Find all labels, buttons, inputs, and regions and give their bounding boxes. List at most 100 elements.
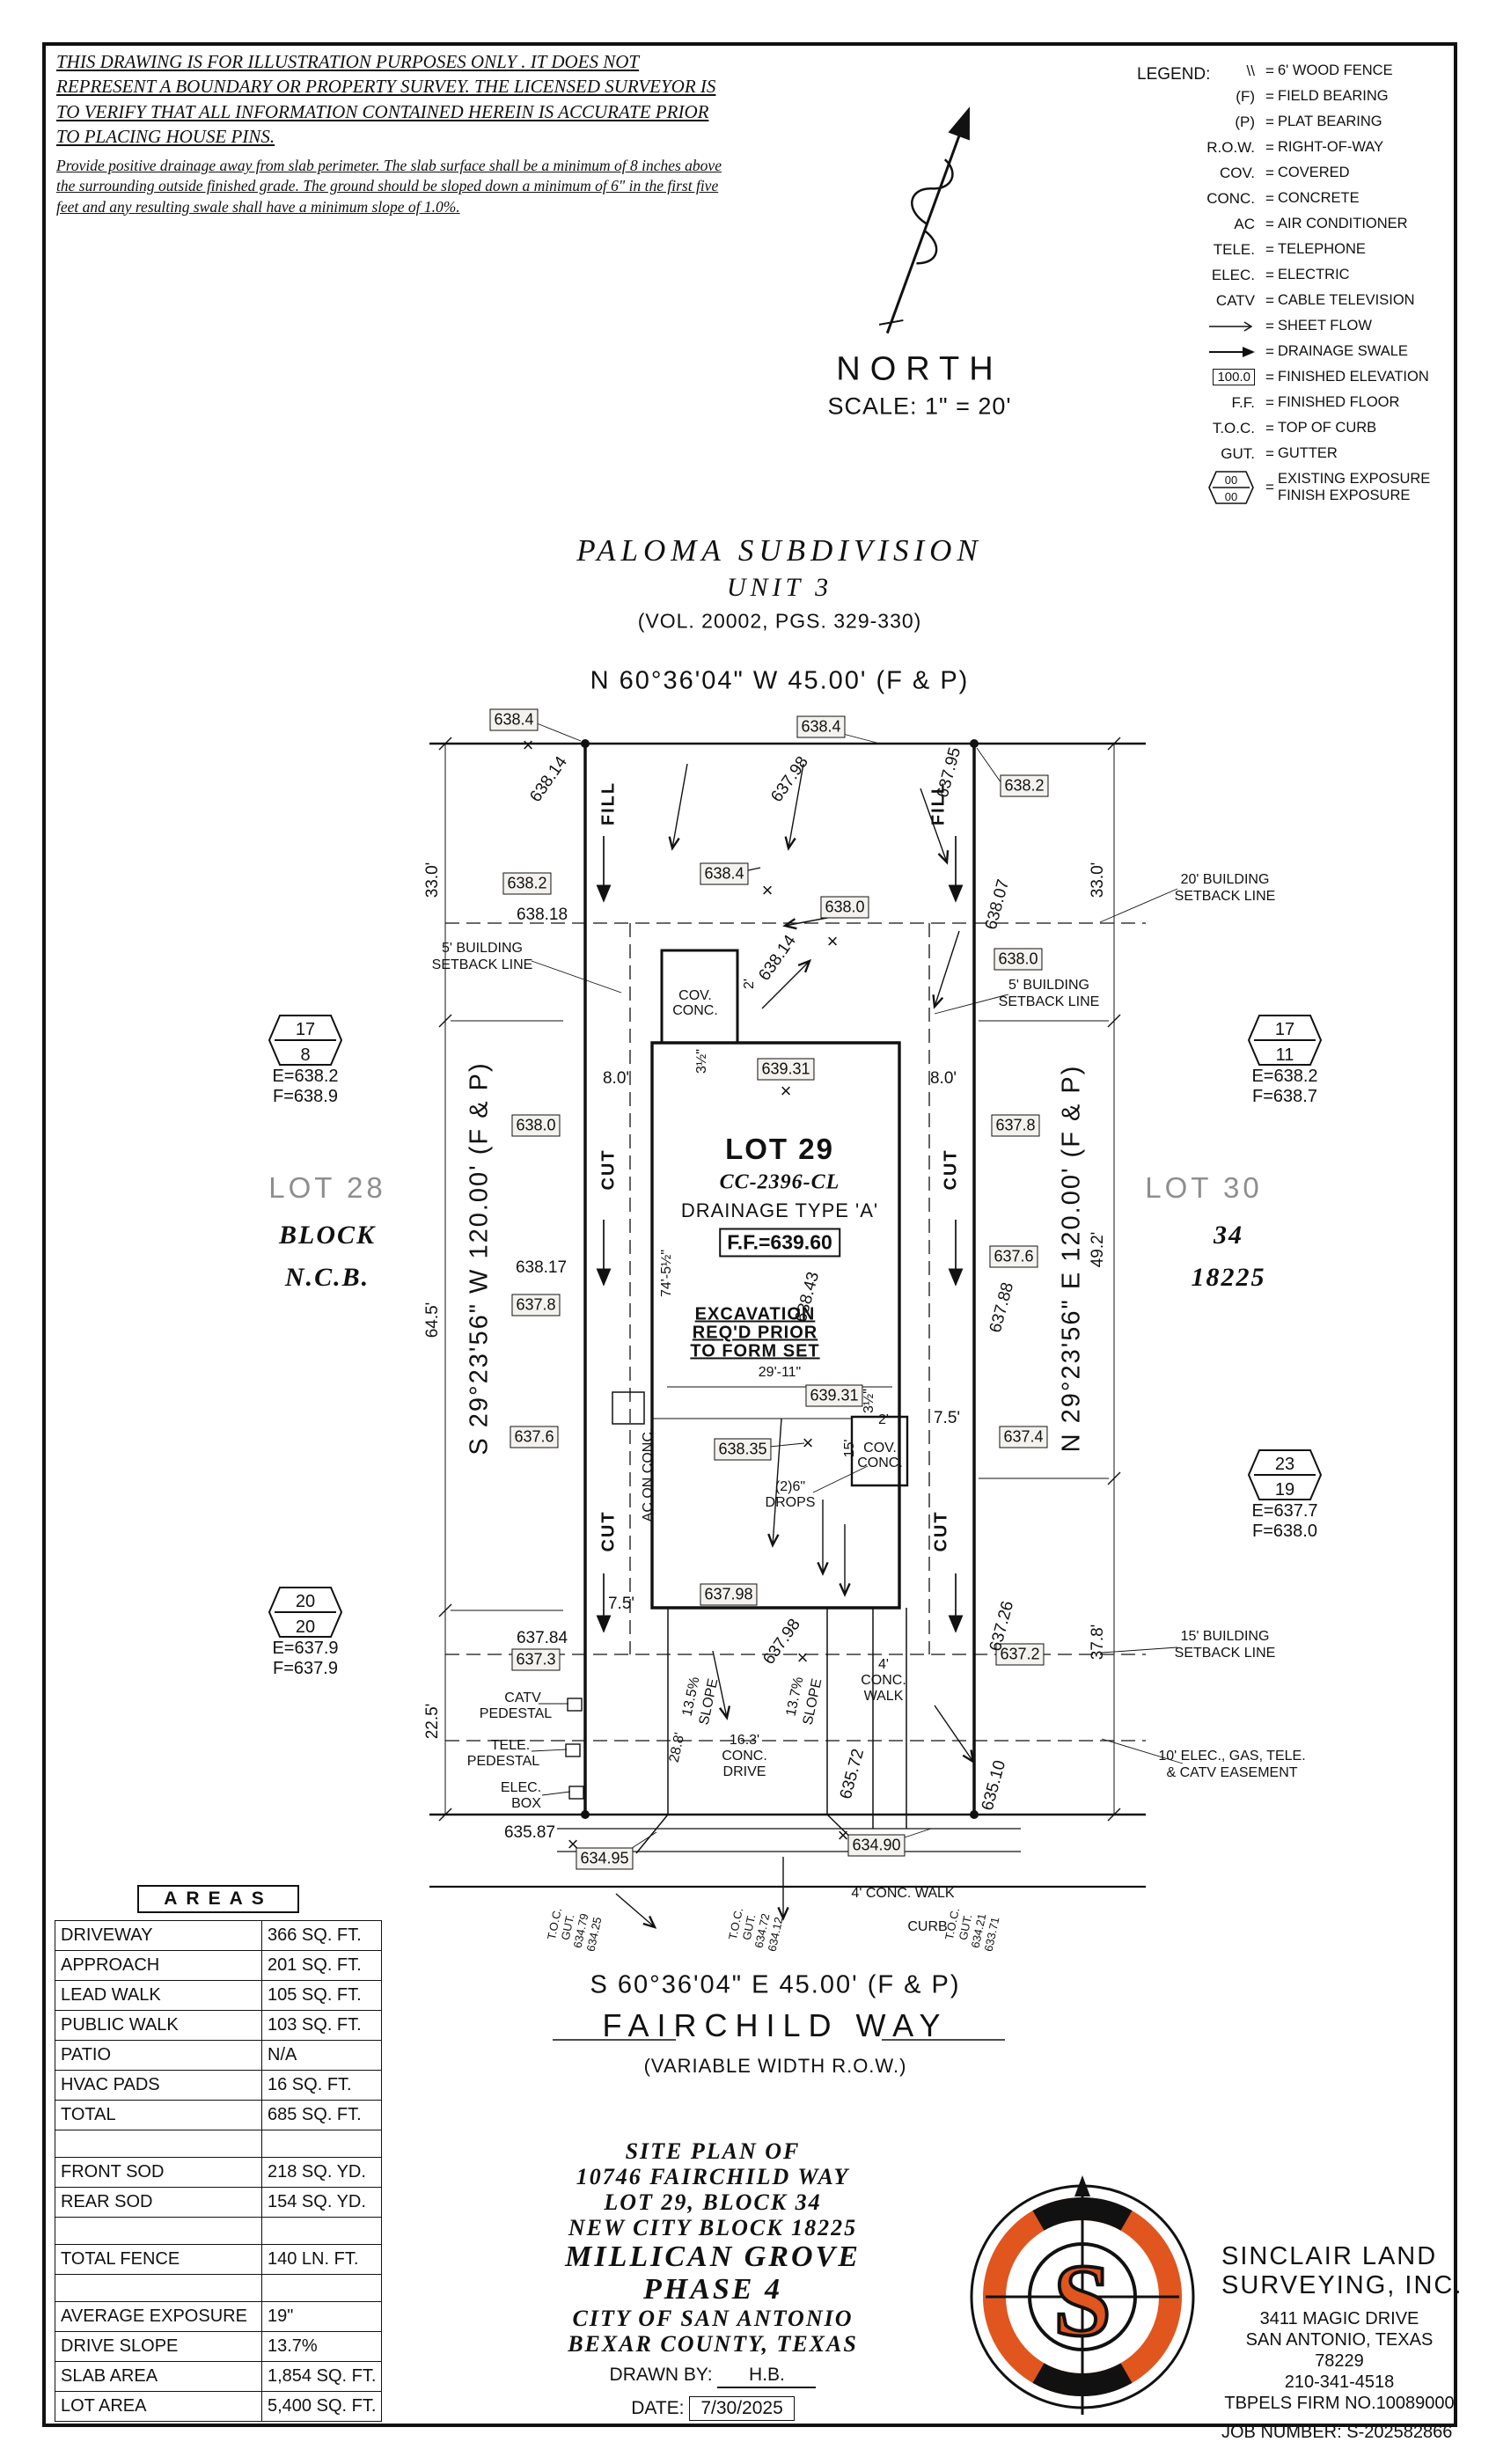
legend-symbol-text: CONC. <box>1206 189 1255 207</box>
legend-equals: = <box>1265 393 1274 411</box>
title-block-line: 10746 FAIRCHILD WAY <box>576 2164 850 2189</box>
legend-symbol-text: TELE. <box>1213 240 1255 258</box>
legend-symbol-text: (F) <box>1236 87 1255 105</box>
company-name-line1: SINCLAIR LAND <box>1221 2242 1438 2270</box>
legend-symbol-text: GUT. <box>1221 444 1255 462</box>
legend-symbol: 100.0 <box>1170 369 1262 385</box>
drawn-by-value: H.B. <box>717 2365 817 2388</box>
areas-value <box>261 2217 382 2245</box>
legend-symbol <box>1170 346 1262 358</box>
sheet-flow-arrow-icon <box>1209 320 1253 332</box>
legend-item: F.F.=FINISHED FLOOR <box>1170 390 1430 415</box>
areas-label: DRIVEWAY <box>55 1920 262 1951</box>
title-block-line: SITE PLAN OF <box>625 2138 801 2164</box>
legend-equals: = <box>1265 419 1274 436</box>
areas-value: 19" <box>261 2301 382 2332</box>
areas-value: 13.7% <box>261 2331 382 2362</box>
areas-label: TOTAL FENCE <box>55 2244 262 2275</box>
legend-description: AIR CONDITIONER <box>1278 216 1408 231</box>
drawn-by-label: DRAWN BY: <box>609 2365 713 2385</box>
finished-elevation-box-icon: 100.0 <box>1213 369 1255 385</box>
legend-symbol: AC <box>1170 216 1262 233</box>
areas-label: LOT AREA <box>55 2391 262 2422</box>
areas-label: FRONT SOD <box>55 2157 262 2188</box>
areas-value <box>261 2274 382 2302</box>
legend-symbol: F.F. <box>1170 394 1262 412</box>
areas-value: 154 SQ. YD. <box>261 2187 382 2218</box>
legend-symbol-text: AC <box>1234 215 1255 232</box>
legend-item: R.O.W.=RIGHT-OF-WAY <box>1170 135 1430 160</box>
title-block-line: LOT 29, BLOCK 34 <box>604 2189 822 2215</box>
legend-symbol-text: CATV <box>1215 291 1255 309</box>
legend-symbol: GUT. <box>1170 445 1262 463</box>
date-value: 7/30/2025 <box>689 2396 795 2421</box>
date-row: DATE: 7/30/2025 <box>546 2396 880 2421</box>
legend-equals: = <box>1265 444 1274 462</box>
legend-description: PLAT BEARING <box>1278 114 1382 129</box>
disclaimer-text: THIS DRAWING IS FOR ILLUSTRATION PURPOSE… <box>56 51 716 148</box>
legend-title: LEGEND: <box>1137 65 1211 84</box>
legend-description: SHEET FLOW <box>1278 318 1372 334</box>
areas-value: 105 SQ. FT. <box>261 1980 382 2011</box>
legend-item: =DRAINAGE SWALE <box>1170 339 1430 364</box>
legend-equals: = <box>1265 138 1274 156</box>
legend-symbol: T.O.C. <box>1170 420 1262 437</box>
areas-value: 201 SQ. FT. <box>261 1950 382 1981</box>
areas-title-wrap: AREAS <box>55 1885 382 1913</box>
legend-symbol: (F) <box>1170 88 1262 106</box>
areas-label: PUBLIC WALK <box>55 2010 262 2041</box>
drawn-by-row: DRAWN BY: H.B. <box>546 2365 880 2388</box>
areas-label: TOTAL <box>55 2100 262 2130</box>
legend-description: 6' WOOD FENCE <box>1278 62 1393 78</box>
legend-symbol: (P) <box>1170 114 1262 131</box>
legend-equals: = <box>1265 342 1274 360</box>
legend-equals: = <box>1265 189 1274 207</box>
legend-symbol-text: ELEC. <box>1211 266 1255 283</box>
areas-value: 103 SQ. FT. <box>261 2010 382 2041</box>
areas-label: LEAD WALK <box>55 1980 262 2011</box>
legend-item: GUT. =GUTTER <box>1170 441 1430 466</box>
areas-value: N/A <box>261 2040 382 2071</box>
legend-equals: = <box>1265 164 1274 181</box>
legend-symbol: ELEC. <box>1170 267 1262 284</box>
legend-item: ELEC.=ELECTRIC <box>1170 262 1430 288</box>
legend-item: AC=AIR CONDITIONER <box>1170 211 1430 237</box>
legend-item: (P)=PLAT BEARING <box>1170 109 1430 135</box>
legend-description: GUTTER <box>1278 445 1338 461</box>
areas-label: HVAC PADS <box>55 2070 262 2101</box>
legend-symbol: CATV <box>1170 292 1262 310</box>
legend-symbol <box>1170 320 1262 333</box>
company-firm-number: TBPELS FIRM NO.10089000 <box>1224 2394 1455 2413</box>
drainage-swale-arrow-icon <box>1209 346 1255 357</box>
svg-text:S: S <box>1053 2243 1111 2358</box>
legend-item: =SHEET FLOW <box>1170 313 1430 339</box>
legend-symbol: COV. <box>1170 165 1262 182</box>
legend-equals: = <box>1265 240 1274 258</box>
areas-label: SLAB AREA <box>55 2361 262 2392</box>
legend-symbol-text: T.O.C. <box>1212 419 1255 436</box>
legend-item: T.O.C.=TOP OF CURB <box>1170 415 1430 441</box>
legend-description: RIGHT-OF-WAY <box>1278 139 1384 155</box>
sinclair-logo: S <box>970 2175 1195 2415</box>
areas-value: 16 SQ. FT. <box>261 2070 382 2101</box>
legend-symbol-text: COV. <box>1219 164 1255 181</box>
legend-description: CONCRETE <box>1278 190 1360 206</box>
legend-symbol: CONC. <box>1170 190 1262 208</box>
